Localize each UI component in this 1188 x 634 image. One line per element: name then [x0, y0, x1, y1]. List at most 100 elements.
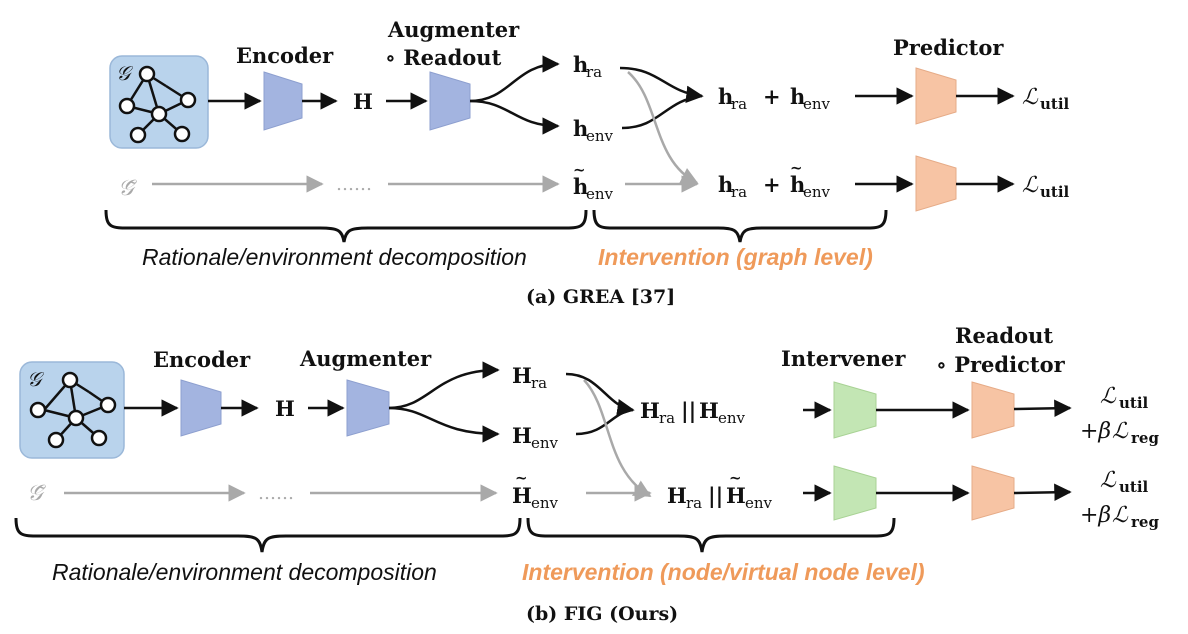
svg-text:+β: +β — [1080, 419, 1111, 444]
dots-b: …… — [258, 483, 294, 504]
svg-text:||: || — [708, 483, 723, 508]
svg-text:ℒ: ℒ — [1022, 85, 1039, 110]
svg-text:util: util — [1119, 394, 1149, 412]
svg-text:util: util — [1040, 95, 1070, 113]
svg-text:env: env — [531, 434, 559, 452]
svg-text:~: ~ — [790, 159, 803, 177]
predictor-shape-a-top — [915, 67, 957, 125]
svg-text:h: h — [573, 116, 588, 141]
caption-b: (b) FIG (Ours) — [526, 603, 678, 625]
input-graph-box-a: 𝒢 — [109, 55, 209, 149]
svg-text:H: H — [512, 423, 532, 448]
svg-text:ℒ: ℒ — [1112, 503, 1129, 528]
svg-text:||: || — [681, 398, 696, 423]
loss-util-a-bottom: ℒ util — [1022, 173, 1070, 201]
graph-icon — [118, 65, 197, 144]
svg-text:ra: ra — [659, 409, 675, 427]
graph-tilde-b: 𝒢̃ — [27, 481, 47, 506]
svg-text:env: env — [803, 95, 831, 113]
sum-bottom-a: h ra + h ~ env — [718, 159, 831, 201]
predictor-shape-a-bottom — [915, 155, 957, 212]
svg-text:h: h — [790, 172, 805, 197]
svg-text:reg: reg — [1131, 429, 1159, 447]
graph-symbol-a: 𝒢 — [116, 61, 134, 85]
predictor-label-a: Predictor — [893, 35, 1004, 60]
brace-right-a — [592, 209, 888, 243]
H-label-a: H — [353, 89, 373, 114]
svg-text:env: env — [586, 127, 614, 145]
readout-label-line1: Readout — [955, 323, 1053, 348]
encoder-label-b: Encoder — [153, 347, 251, 372]
svg-text:reg: reg — [1131, 513, 1159, 531]
svg-text:env: env — [586, 185, 614, 203]
augmenter-label-b: Augmenter — [299, 346, 432, 371]
svg-text:~: ~ — [515, 469, 528, 487]
svg-text:H: H — [640, 398, 660, 423]
H-label-b: H — [275, 396, 295, 421]
brace-right-label-b: Intervention (node/virtual node level) — [522, 559, 925, 585]
svg-text:ℒ: ℒ — [1100, 384, 1117, 409]
panel-b: 𝒢 Encoder H Augmenter H ra H env H ra ||… — [14, 323, 1159, 625]
svg-text:+: + — [763, 84, 781, 109]
svg-text:+β: +β — [1080, 503, 1111, 528]
brace-right-b — [526, 517, 896, 553]
graph-icon — [29, 371, 117, 449]
svg-text:ra: ra — [686, 494, 702, 512]
svg-text:ℒ: ℒ — [1022, 173, 1039, 198]
loss-top-b: ℒ util +β ℒ reg — [1080, 384, 1159, 447]
svg-text:H: H — [512, 363, 532, 388]
readout-label-line2: ∘ Predictor — [936, 352, 1066, 377]
svg-text:h: h — [573, 174, 588, 199]
svg-text:ℒ: ℒ — [1100, 468, 1117, 493]
encoder-shape-b — [180, 379, 222, 437]
brace-left-a — [104, 209, 588, 243]
caption-a: (a) GREA [37] — [526, 286, 675, 308]
svg-text:~: ~ — [573, 161, 586, 179]
augmenter-label-a-line2: ∘ Readout — [385, 45, 502, 70]
h-env-a: h env — [573, 116, 614, 145]
intervener-label: Intervener — [781, 346, 906, 371]
svg-text:h: h — [790, 84, 805, 109]
encoder-label-a: Encoder — [236, 43, 334, 68]
augmenter-shape-a — [429, 71, 471, 131]
svg-text:H: H — [667, 483, 687, 508]
dots-a: …… — [336, 174, 372, 195]
augmenter-label-a-line1: Augmenter — [387, 17, 520, 42]
H-tilde-env-b: H ~ env — [512, 469, 559, 512]
svg-text:ra: ra — [731, 95, 747, 113]
intervener-shape-bottom — [833, 465, 877, 521]
svg-text:env: env — [803, 183, 831, 201]
H-ra-b: H ra — [512, 363, 547, 392]
intervener-shape-top — [833, 381, 877, 439]
augmenter-shape-b — [346, 379, 390, 437]
svg-text:env: env — [718, 409, 746, 427]
H-env-b: H env — [512, 423, 559, 452]
svg-text:+: + — [763, 172, 781, 197]
h-tilde-env-a: h ~ env — [573, 161, 614, 203]
graph-tilde-a: 𝒢̃ — [118, 176, 138, 201]
loss-bottom-b: ℒ util +β ℒ reg — [1080, 468, 1159, 531]
brace-left-label-b: Rationale/environment decomposition — [52, 559, 437, 585]
loss-util-a-top: ℒ util — [1022, 85, 1070, 113]
svg-text:env: env — [745, 494, 773, 512]
encoder-shape-a — [263, 71, 303, 131]
readout-predictor-shape-top — [971, 381, 1015, 439]
svg-text:H: H — [699, 398, 719, 423]
concat-top-b: H ra || H env — [640, 398, 746, 427]
svg-text:ra: ra — [586, 63, 602, 81]
brace-left-label-a: Rationale/environment decomposition — [142, 244, 527, 270]
graph-symbol-b: 𝒢 — [27, 367, 45, 391]
svg-text:~: ~ — [729, 469, 742, 487]
readout-predictor-shape-bottom — [971, 465, 1015, 521]
input-graph-box-b: 𝒢 — [19, 361, 125, 459]
brace-left-b — [14, 517, 522, 553]
sum-top-a: h ra + h env — [718, 84, 831, 113]
brace-right-label-a: Intervention (graph level) — [598, 244, 873, 270]
svg-text:H: H — [512, 483, 532, 508]
svg-text:H: H — [726, 483, 746, 508]
svg-text:ra: ra — [731, 183, 747, 201]
svg-text:ra: ra — [531, 374, 547, 392]
svg-text:h: h — [718, 172, 733, 197]
h-ra-a: h ra — [573, 52, 602, 81]
